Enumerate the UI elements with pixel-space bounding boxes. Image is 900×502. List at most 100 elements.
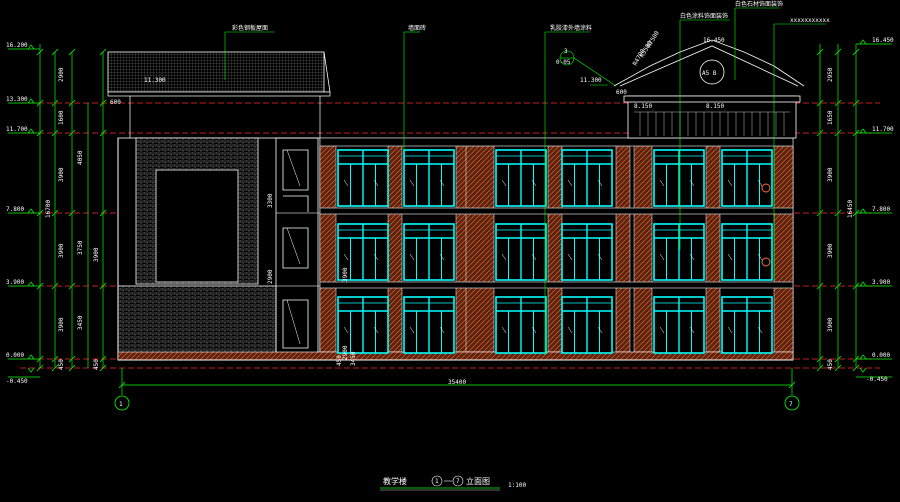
dim-tick bbox=[51, 99, 59, 107]
svg-text:11.300: 11.300 bbox=[580, 77, 602, 84]
brick-pier bbox=[387, 145, 403, 353]
svg-text:11.700: 11.700 bbox=[6, 126, 28, 133]
brick-piers bbox=[319, 145, 794, 353]
svg-text:11.700: 11.700 bbox=[872, 126, 894, 133]
svg-text:3900: 3900 bbox=[827, 243, 834, 258]
roof-pavilion bbox=[613, 39, 805, 139]
svg-text:A5 B: A5 B bbox=[702, 70, 717, 77]
dim-tick bbox=[852, 364, 860, 372]
left-block bbox=[117, 137, 319, 361]
window bbox=[337, 149, 389, 207]
window bbox=[495, 149, 547, 207]
window bbox=[653, 223, 705, 281]
dim-tick bbox=[816, 364, 824, 372]
dim-tick bbox=[99, 48, 107, 56]
right-dimensions bbox=[819, 44, 857, 368]
svg-text:13.300: 13.300 bbox=[6, 96, 28, 103]
dim-tick bbox=[834, 129, 842, 137]
vent-icon bbox=[761, 257, 771, 267]
dim-tick bbox=[834, 364, 842, 372]
vent-icon bbox=[761, 183, 771, 193]
brick-pier bbox=[547, 145, 563, 353]
svg-text:450: 450 bbox=[827, 359, 834, 370]
dim-tick bbox=[834, 48, 842, 56]
svg-text:3900: 3900 bbox=[342, 267, 349, 282]
window bbox=[653, 296, 705, 354]
svg-text:1: 1 bbox=[119, 401, 123, 408]
levels-left-text: 16.200 13.300 11.700 7.800 3.900 0.000 -… bbox=[6, 42, 28, 385]
svg-text:3900: 3900 bbox=[58, 317, 65, 332]
svg-text:16.450: 16.450 bbox=[703, 37, 725, 44]
svg-text:3450: 3450 bbox=[77, 315, 84, 330]
brick-pier bbox=[633, 145, 653, 353]
window bbox=[561, 149, 613, 207]
dim-tick bbox=[68, 129, 76, 137]
dim-tick bbox=[99, 99, 107, 107]
window bbox=[495, 296, 547, 354]
svg-text:xxxxxxxxxxx: xxxxxxxxxxx bbox=[790, 17, 830, 24]
svg-text:乳胶漆外墙涂料: 乳胶漆外墙涂料 bbox=[550, 24, 592, 32]
svg-text:墙面砖: 墙面砖 bbox=[408, 24, 426, 32]
dim-tick bbox=[834, 99, 842, 107]
svg-text:450: 450 bbox=[58, 359, 65, 370]
brick-pier bbox=[773, 145, 794, 353]
window bbox=[721, 296, 773, 354]
svg-text:教学楼: 教学楼 bbox=[383, 476, 407, 486]
window bbox=[721, 223, 773, 281]
dim-tick bbox=[68, 282, 76, 290]
svg-text:3.900: 3.900 bbox=[6, 279, 24, 286]
svg-text:3.900: 3.900 bbox=[872, 279, 890, 286]
svg-text:450: 450 bbox=[93, 359, 100, 370]
window bbox=[561, 223, 613, 281]
svg-text:2900: 2900 bbox=[267, 269, 274, 284]
levels-right-text: 16.450 11.700 7.800 3.900 0.000 -0.450 bbox=[866, 37, 894, 383]
svg-text:1: 1 bbox=[435, 478, 439, 485]
dims-left-text: 2900 1600 3900 3900 3900 450 16700 4050 … bbox=[45, 67, 100, 370]
svg-text:1600: 1600 bbox=[58, 110, 65, 125]
svg-text:450: 450 bbox=[336, 355, 343, 366]
leader-lines bbox=[224, 7, 826, 355]
svg-text:1650: 1650 bbox=[827, 110, 834, 125]
svg-text:0.000: 0.000 bbox=[872, 352, 890, 359]
svg-text:7.800: 7.800 bbox=[6, 206, 24, 213]
svg-text:白色涂料饰面装饰: 白色涂料饰面装饰 bbox=[680, 12, 728, 20]
dim-tick bbox=[834, 209, 842, 217]
dim-tick bbox=[816, 99, 824, 107]
main-facade bbox=[117, 137, 794, 361]
dim-tick bbox=[36, 364, 44, 372]
window bbox=[337, 223, 389, 281]
dim-tick bbox=[68, 99, 76, 107]
svg-text:-0.450: -0.450 bbox=[866, 376, 888, 383]
dim-tick bbox=[51, 355, 59, 363]
dim-tick bbox=[99, 355, 107, 363]
dim-tick bbox=[51, 129, 59, 137]
svg-text:4050: 4050 bbox=[77, 150, 84, 165]
svg-text:1:100: 1:100 bbox=[508, 482, 526, 489]
brick-pier bbox=[465, 145, 495, 353]
level-markers-left bbox=[8, 44, 40, 378]
svg-text:0-05: 0-05 bbox=[556, 59, 571, 66]
dim-tick bbox=[68, 209, 76, 217]
svg-text:3900: 3900 bbox=[58, 243, 65, 258]
dim-tick bbox=[816, 209, 824, 217]
svg-text:2900: 2900 bbox=[58, 67, 65, 82]
window bbox=[495, 223, 547, 281]
drawing-title: 教学楼 1 7 立面图 1:100 bbox=[380, 475, 526, 491]
svg-text:16450: 16450 bbox=[847, 200, 854, 218]
overall-dimension bbox=[118, 368, 796, 395]
window bbox=[403, 149, 455, 207]
svg-text:600: 600 bbox=[110, 99, 121, 106]
brick-pier bbox=[615, 145, 631, 353]
axis-bubble-7: 7 bbox=[784, 395, 800, 411]
svg-text:3900: 3900 bbox=[827, 317, 834, 332]
dim-tick bbox=[816, 129, 824, 137]
svg-text:3750: 3750 bbox=[77, 240, 84, 255]
svg-text:3: 3 bbox=[564, 48, 568, 55]
dim-tick bbox=[816, 355, 824, 363]
svg-text:7.800: 7.800 bbox=[872, 206, 890, 213]
dim-tick bbox=[68, 364, 76, 372]
dim-tick bbox=[36, 48, 44, 56]
dim-tick bbox=[68, 48, 76, 56]
svg-text:600: 600 bbox=[616, 89, 627, 96]
